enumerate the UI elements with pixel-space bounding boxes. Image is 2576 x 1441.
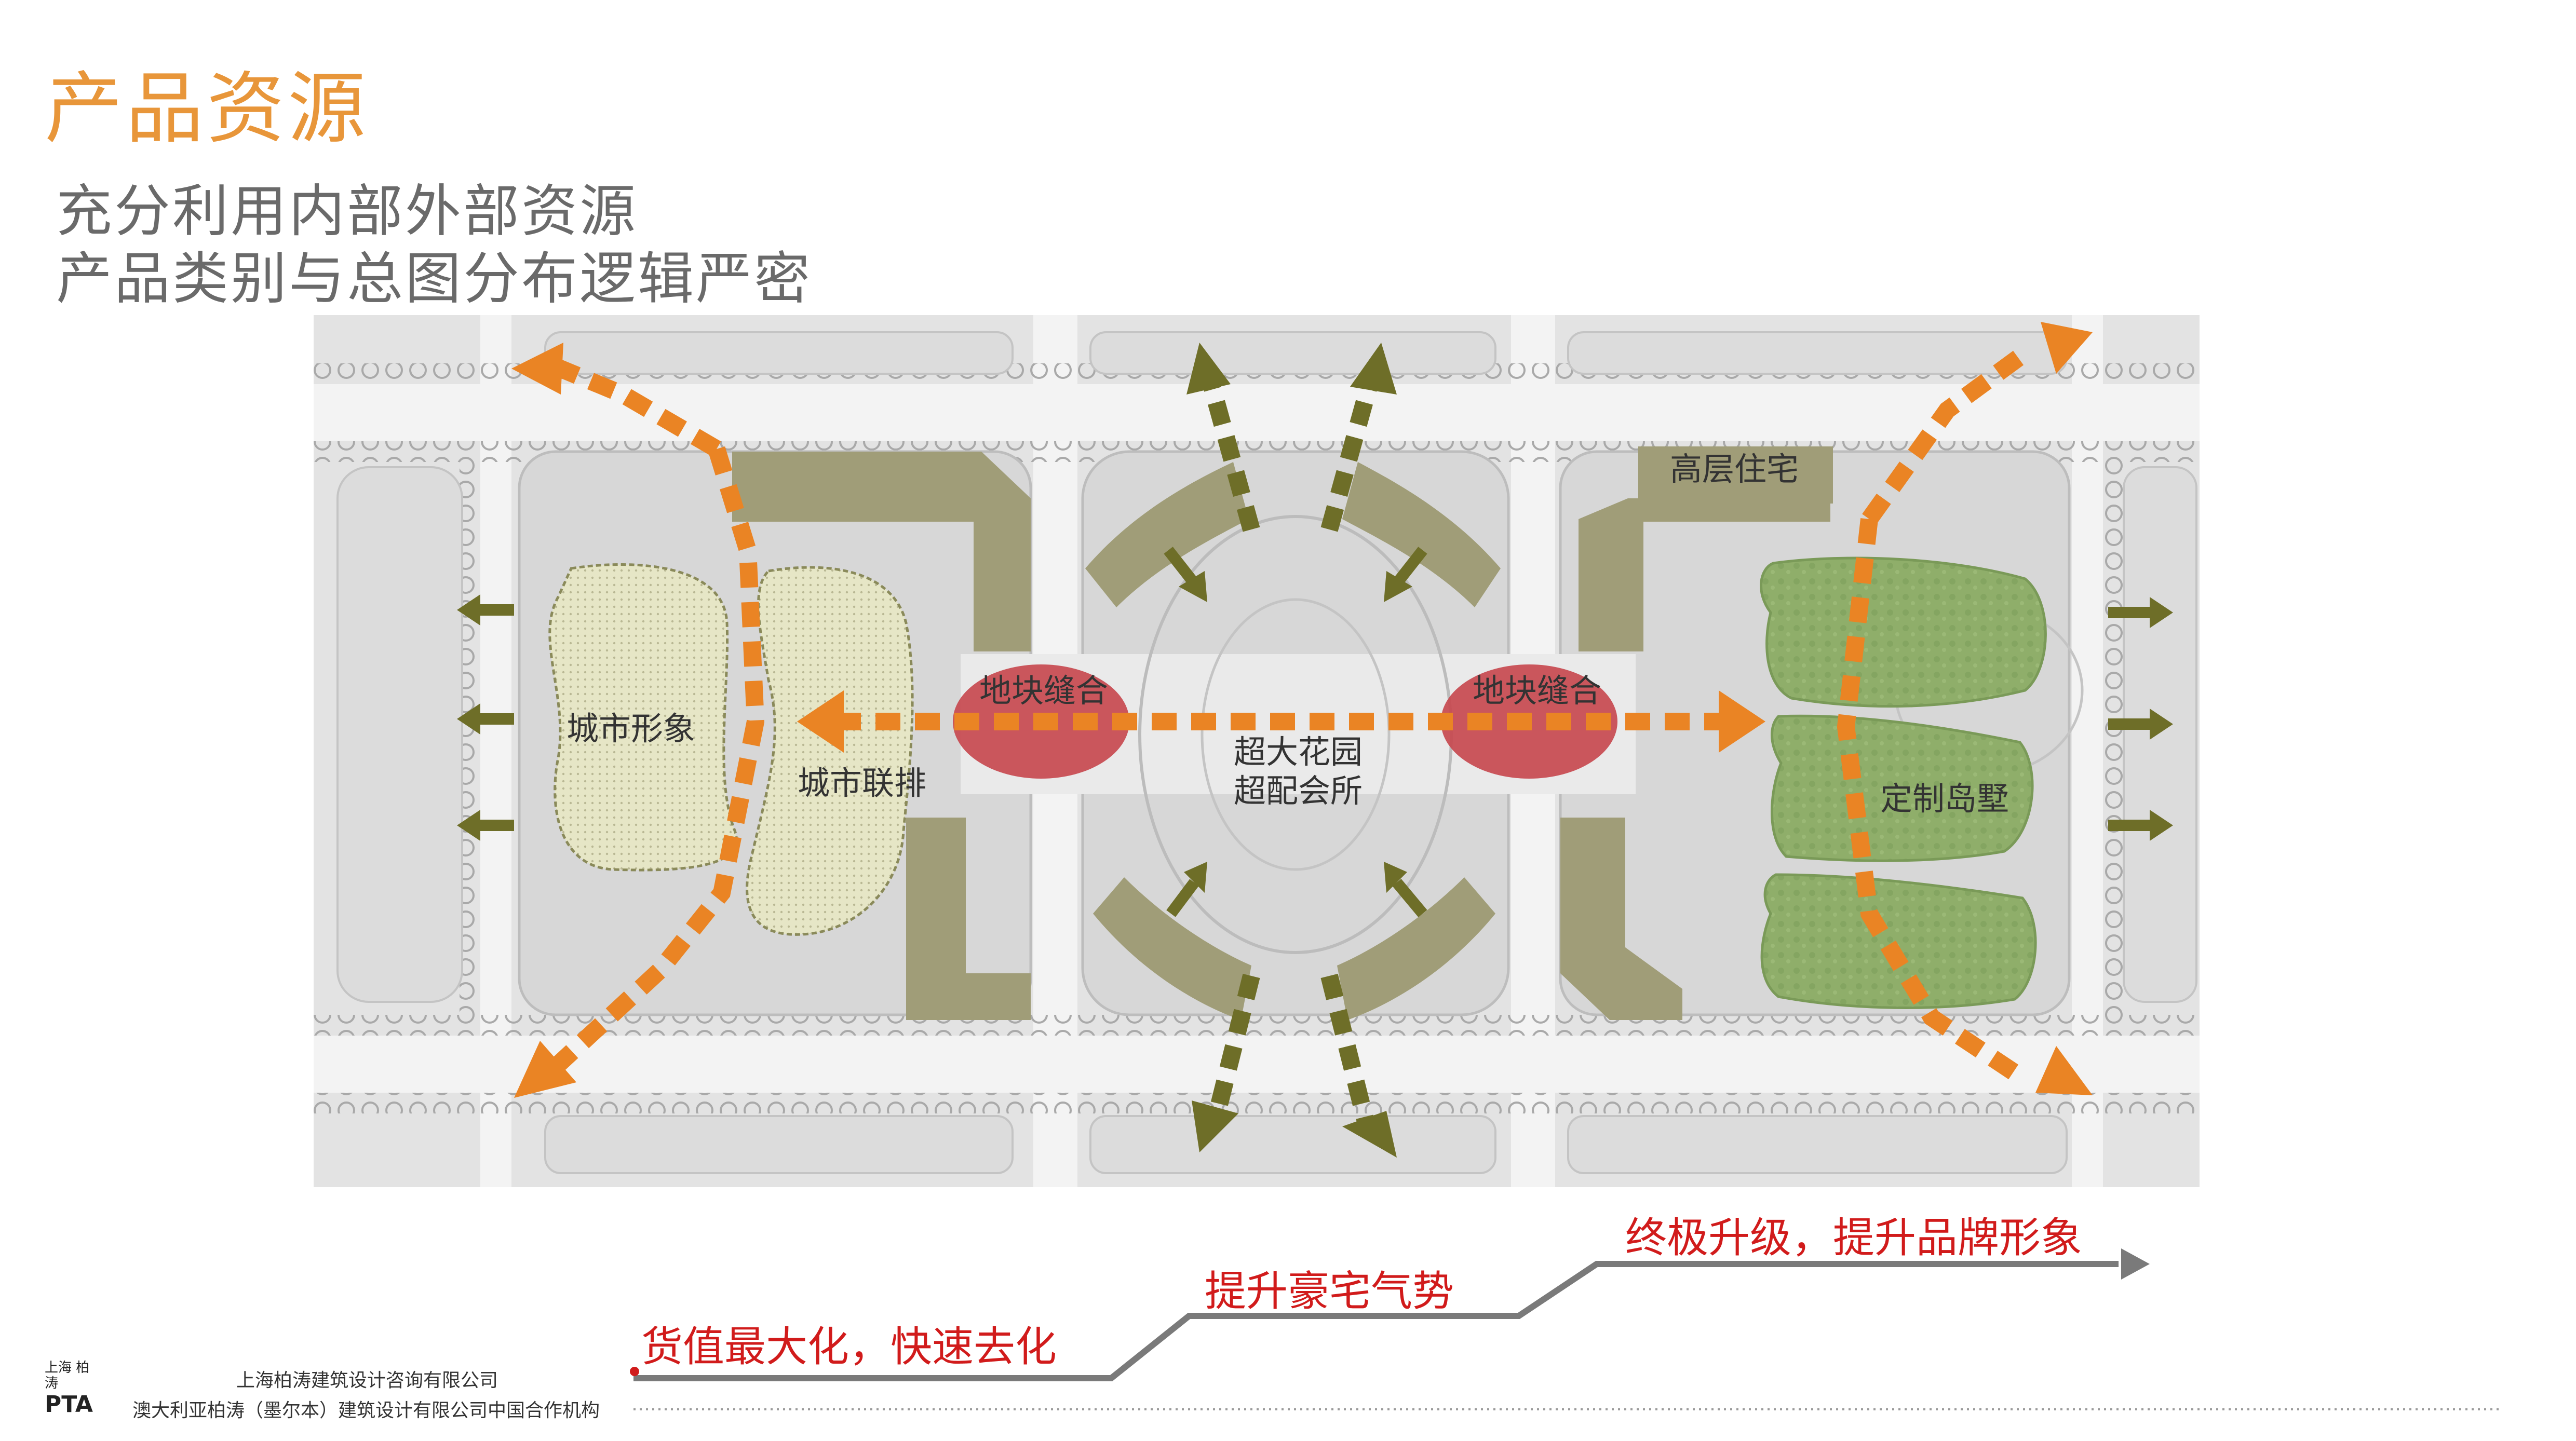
label-highrise: 高层住宅 <box>1670 450 1799 488</box>
zone-island-villas <box>1760 556 2047 1009</box>
zone-city-townhouse <box>746 566 914 936</box>
step-1-label: 货值最大化，快速去化 <box>641 1323 1057 1371</box>
orange-flow-arrows <box>544 346 2031 1087</box>
building-right-upper <box>1579 498 1830 651</box>
step-3-label: 终极升级，提升品牌形象 <box>1625 1214 2082 1262</box>
subtitle-line-1: 充分利用内部外部资源 <box>56 179 638 244</box>
orange-arrow-center-right <box>1719 690 1765 753</box>
step-arrowhead <box>2121 1248 2150 1280</box>
step-line <box>633 1261 2119 1381</box>
orange-arrow-bottom-left <box>514 1041 576 1098</box>
building-center-top-left <box>1085 462 1249 607</box>
label-stitch-left: 地块缝合 <box>979 672 1108 710</box>
subtitle-line-2: 产品类别与总图分布逻辑严密 <box>56 247 813 311</box>
label-city-image: 城市形象 <box>567 710 695 747</box>
orange-arrow-center-left <box>797 690 844 753</box>
label-city-townhouse: 城市联排 <box>798 764 926 802</box>
building-center-bottom-right <box>1337 877 1495 1020</box>
building-left-upper <box>732 452 1031 651</box>
company-line-1: 上海柏涛建筑设计咨询有限公司 <box>236 1370 498 1391</box>
company-logo: 上海 柏涛 PTA <box>45 1360 102 1418</box>
building-highrise <box>1638 446 1833 504</box>
label-island-villa: 定制岛墅 <box>1880 780 2009 818</box>
olive-flow-arrows <box>1201 376 1380 1124</box>
orange-arrow-bottom-right <box>2035 1046 2093 1095</box>
residential-buildings <box>732 446 1833 1020</box>
label-garden-line2: 超配会所 <box>1234 772 1363 810</box>
olive-arrowheads <box>457 343 2173 1158</box>
step-2-label: 提升豪宅气势 <box>1205 1267 1454 1315</box>
orange-arrow-top-left <box>511 343 563 395</box>
label-stitch-right: 地块缝合 <box>1473 672 1601 710</box>
step-start-dot <box>630 1367 639 1376</box>
orange-arrow-top-right <box>2041 322 2093 374</box>
upgrade-step-path <box>630 1248 2503 1410</box>
company-line-2: 澳大利亚柏涛（墨尔本）建筑设计有限公司中国合作机构 <box>132 1400 600 1421</box>
orange-arrowheads <box>511 322 2093 1098</box>
page-title: 产品资源 <box>45 64 369 154</box>
label-garden-line1: 超大花园 <box>1234 733 1363 771</box>
building-center-bottom-left <box>1093 877 1251 1020</box>
building-left-lower <box>906 818 1031 1020</box>
logo-main-text: PTA <box>45 1391 93 1418</box>
zone-city-image <box>548 563 738 872</box>
building-right-lower <box>1560 818 1682 1020</box>
building-center-top-right <box>1342 462 1501 607</box>
logo-top-text: 上海 柏涛 <box>45 1360 90 1391</box>
